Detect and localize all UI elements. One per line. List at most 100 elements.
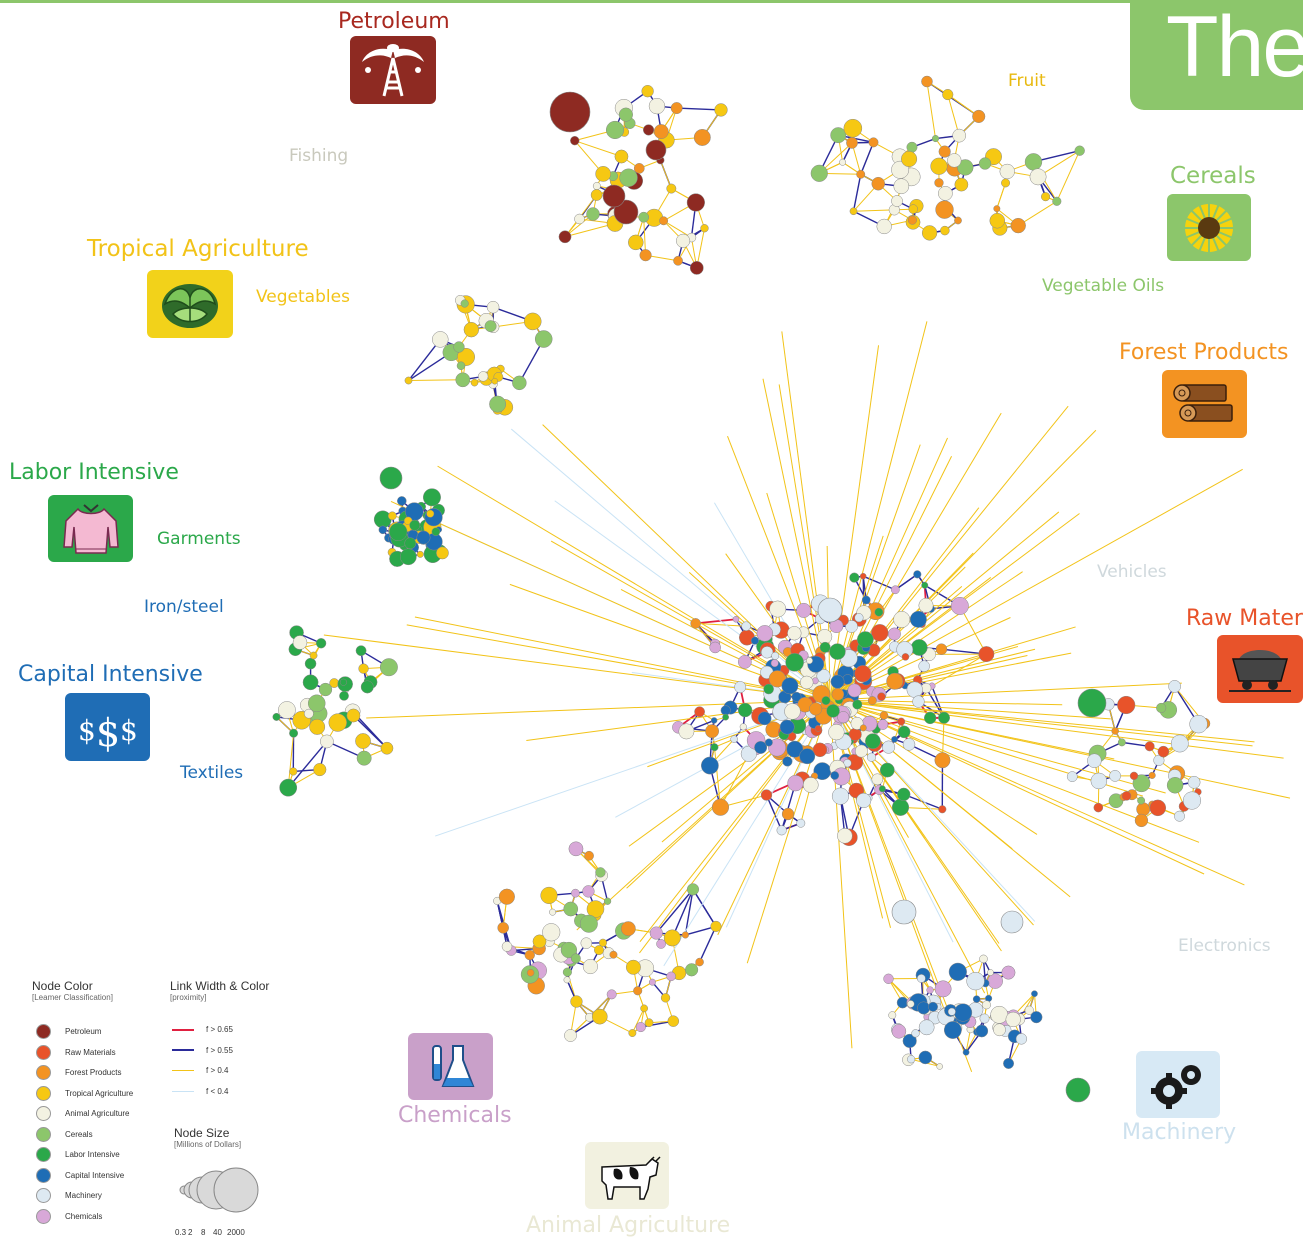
network-node — [1087, 753, 1102, 768]
network-node — [379, 658, 398, 677]
tropical-agriculture-tile — [147, 270, 233, 338]
network-node — [609, 950, 618, 959]
network-link — [829, 507, 980, 701]
network-node — [781, 677, 799, 695]
network-node — [663, 929, 681, 947]
network-node — [603, 897, 612, 905]
legend-node-color: Node Color [Leamer Classification] — [32, 979, 113, 1002]
network-node — [686, 193, 705, 212]
network-node — [409, 519, 421, 531]
network-node — [921, 225, 938, 241]
network-node — [1052, 196, 1062, 206]
network-node — [769, 600, 787, 618]
network-node — [660, 993, 671, 1003]
network-node — [387, 511, 397, 521]
network-node — [891, 1024, 907, 1039]
network-node — [730, 735, 738, 743]
network-node — [830, 127, 847, 144]
oil-derrick-icon — [362, 44, 424, 97]
network-link — [829, 468, 1243, 701]
logs-icon — [1172, 384, 1233, 422]
network-node — [289, 728, 299, 738]
network-node — [906, 681, 923, 698]
network-node — [1041, 192, 1051, 202]
network-node — [876, 218, 892, 235]
network-node — [883, 973, 894, 984]
network-node — [893, 611, 911, 628]
animal-agriculture-tile — [585, 1142, 669, 1209]
network-link — [564, 222, 616, 238]
legend-link: Link Width & Color [proximity] — [170, 979, 269, 1002]
network-link — [437, 465, 831, 701]
label-forest-products: Forest Products — [1119, 340, 1289, 365]
network-node — [791, 691, 802, 702]
network-link — [542, 424, 831, 701]
network-node — [570, 136, 580, 146]
network-node — [595, 166, 612, 182]
network-node — [830, 771, 840, 780]
network-node — [404, 376, 413, 385]
network-node — [750, 636, 760, 645]
network-node — [1024, 153, 1043, 171]
network-node — [643, 124, 655, 136]
network-link — [390, 501, 831, 701]
label-cereals: Cereals — [1170, 163, 1256, 189]
network-node — [571, 888, 580, 898]
network-node — [891, 798, 910, 816]
network-node — [829, 643, 846, 660]
network-node — [460, 299, 469, 308]
network-node — [1157, 745, 1170, 758]
network-node — [867, 696, 877, 706]
network-node — [1001, 965, 1016, 980]
network-node — [456, 361, 466, 371]
network-node — [701, 756, 719, 775]
network-node — [785, 653, 804, 672]
network-node — [831, 688, 845, 701]
network-node — [907, 215, 917, 225]
network-link — [695, 618, 737, 625]
label-fishing: Fishing — [289, 146, 349, 166]
network-node-large — [602, 184, 626, 208]
network-node — [710, 920, 722, 932]
network-node — [874, 607, 884, 617]
network-node — [918, 660, 930, 672]
network-node — [432, 331, 449, 348]
network-node — [799, 748, 816, 765]
network-node — [582, 885, 595, 898]
network-node — [1117, 695, 1136, 715]
network-node — [907, 1000, 915, 1008]
network-node — [272, 712, 281, 721]
label-electronics: Electronics — [1178, 936, 1271, 956]
network-node — [486, 300, 500, 314]
network-node — [787, 774, 804, 792]
network-node — [710, 743, 719, 752]
network-node — [1132, 774, 1151, 793]
network-link — [862, 575, 896, 591]
label-garments: Garments — [157, 529, 241, 549]
network-node — [1144, 741, 1155, 752]
network-node — [542, 923, 561, 942]
network-node — [666, 971, 676, 982]
network-node — [897, 717, 906, 726]
network-node — [902, 1033, 917, 1048]
network-node — [796, 818, 806, 828]
network-node — [930, 157, 948, 175]
network-node — [990, 1005, 1009, 1024]
network-node — [909, 610, 927, 628]
label-iron-steel: Iron/steel — [144, 597, 224, 617]
network-node — [944, 1021, 962, 1039]
network-node-large — [891, 899, 917, 925]
network-node — [877, 692, 886, 701]
network-node — [926, 986, 934, 994]
network-node — [739, 723, 747, 731]
network-node — [856, 631, 874, 648]
network-link — [287, 740, 328, 789]
network-node — [947, 153, 962, 168]
network-node — [436, 546, 449, 560]
network-node — [917, 1001, 931, 1015]
network-node — [673, 255, 683, 266]
network-node — [882, 740, 896, 754]
network-node — [856, 169, 866, 179]
labor-intensive-tile — [48, 495, 133, 562]
